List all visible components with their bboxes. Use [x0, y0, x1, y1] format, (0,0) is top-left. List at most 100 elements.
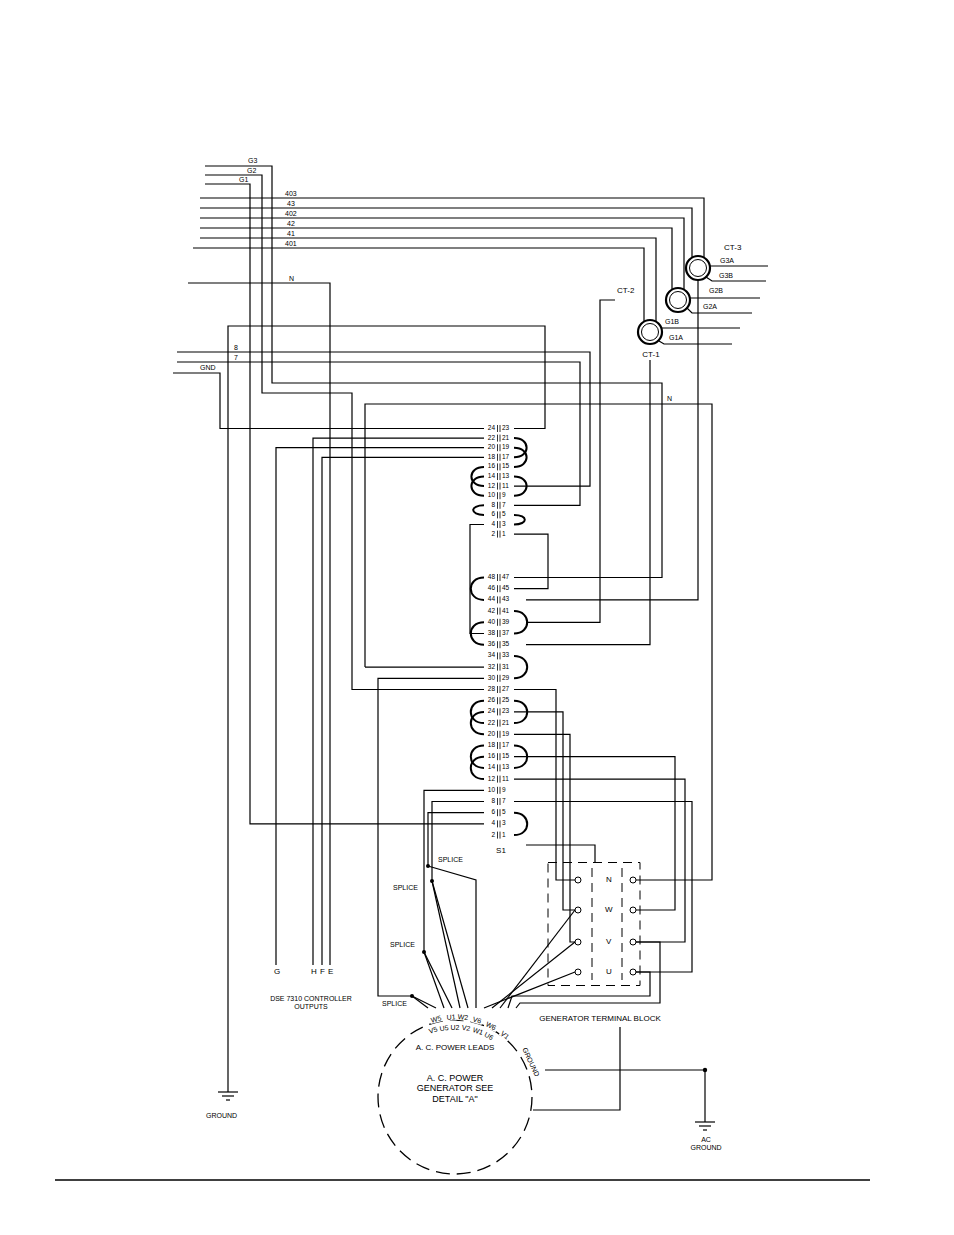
wire [200, 208, 692, 258]
switch-contact [497, 425, 498, 432]
page-rule [55, 1179, 870, 1181]
wire [205, 184, 484, 824]
switch-contact [497, 675, 498, 682]
terminal-number: 9 [502, 492, 506, 499]
terminal-block: GENERATOR TERMINAL BLOCK [533, 862, 667, 1027]
switch-contact [500, 708, 501, 715]
wire [710, 265, 768, 266]
wire [659, 341, 732, 344]
terminal-number: 2 [485, 531, 495, 538]
terminal-stud [630, 907, 636, 913]
terminal-number: 27 [502, 686, 509, 693]
terminal-divider [592, 868, 593, 980]
terminal-number: 14 [485, 473, 495, 480]
switch-contact [497, 531, 498, 538]
lead-label: V6 [471, 1015, 483, 1025]
switch-jumper [471, 578, 484, 600]
terminal-block-outline [533, 862, 667, 1027]
switch-contact [497, 492, 498, 499]
terminal-number: 24 [485, 425, 495, 432]
switch-contact [500, 731, 501, 738]
switch-contact [497, 820, 498, 827]
wire [514, 779, 685, 942]
wire [662, 327, 740, 328]
switch-contact [500, 531, 501, 538]
switch-contact [497, 708, 498, 715]
wire [313, 438, 484, 965]
wire [200, 228, 672, 290]
terminal-label: N [605, 876, 613, 884]
ct-ring [686, 256, 710, 280]
switch-contact [497, 742, 498, 749]
switch-jumper [514, 515, 525, 525]
switch-jumper [514, 656, 527, 678]
wire-label: 402 [284, 210, 298, 217]
wire-label: G3A [719, 257, 735, 264]
switch-contact [500, 425, 501, 432]
wire [687, 308, 752, 313]
lead-label: V1 [499, 1029, 512, 1041]
wire-label: 43 [286, 200, 296, 207]
switch-contact [497, 641, 498, 648]
lead-label: U6 [482, 1030, 495, 1041]
switch-contact [500, 435, 501, 442]
switch-contact [497, 574, 498, 581]
terminal-number: 8 [485, 798, 495, 805]
terminal-number: 20 [485, 731, 495, 738]
connector [526, 360, 650, 645]
terminal-number: 36 [485, 641, 495, 648]
splice-label: SPLICE [381, 1000, 408, 1007]
switch-contact [500, 652, 501, 659]
switch-contact [497, 798, 498, 805]
ac-ground-symbol [545, 1070, 715, 1130]
wire-label: G3B [718, 272, 734, 279]
terminal-number: 4 [485, 521, 495, 528]
wire [365, 404, 712, 880]
wire [188, 283, 330, 965]
terminal-number: 2 [485, 832, 495, 839]
terminal-stud [575, 969, 581, 975]
switch-jumper [471, 477, 484, 496]
terminal-number: 21 [502, 435, 509, 442]
wire-label: 401 [284, 240, 298, 247]
lead-label: U1 [445, 1013, 456, 1021]
switch-contact [497, 619, 498, 626]
wire [173, 373, 484, 429]
switch-jumper [514, 746, 527, 768]
terminal-number: 38 [485, 630, 495, 637]
terminal-number: 22 [485, 720, 495, 727]
switch-contact [497, 832, 498, 839]
terminal-stud [575, 877, 581, 883]
switch-contact [500, 502, 501, 509]
ct-ring-inner [642, 324, 659, 341]
switch-contact [500, 619, 501, 626]
node-text: A. C. POWER GENERATOR SEE DETAIL "A" [409, 1073, 501, 1104]
wire [500, 910, 575, 1008]
terminal-number: 18 [485, 454, 495, 461]
wire [193, 248, 644, 322]
terminal-number: 31 [502, 664, 509, 671]
connector [526, 280, 698, 600]
terminal-number: 1 [502, 531, 506, 538]
wire [432, 881, 468, 1008]
switch-contact [497, 435, 498, 442]
terminal-number: 21 [502, 720, 509, 727]
terminal-number: 23 [502, 425, 509, 432]
wire [228, 326, 545, 1092]
selector-switch: S1 [476, 421, 526, 861]
ground-label: AC GROUND [689, 1136, 723, 1153]
ground-label: GROUND [205, 1112, 238, 1119]
switch-jumper [514, 448, 527, 467]
switch-contact [500, 473, 501, 480]
wire [276, 448, 484, 965]
ground-symbol [218, 1092, 238, 1100]
terminal-label: W [604, 906, 614, 914]
connector [526, 300, 615, 622]
wire-label: 7 [233, 354, 239, 361]
output-label: G [273, 968, 281, 976]
terminal-stud [630, 939, 636, 945]
terminal-number: 42 [485, 608, 495, 615]
ct-ring-inner [670, 292, 687, 309]
wire [200, 238, 656, 322]
